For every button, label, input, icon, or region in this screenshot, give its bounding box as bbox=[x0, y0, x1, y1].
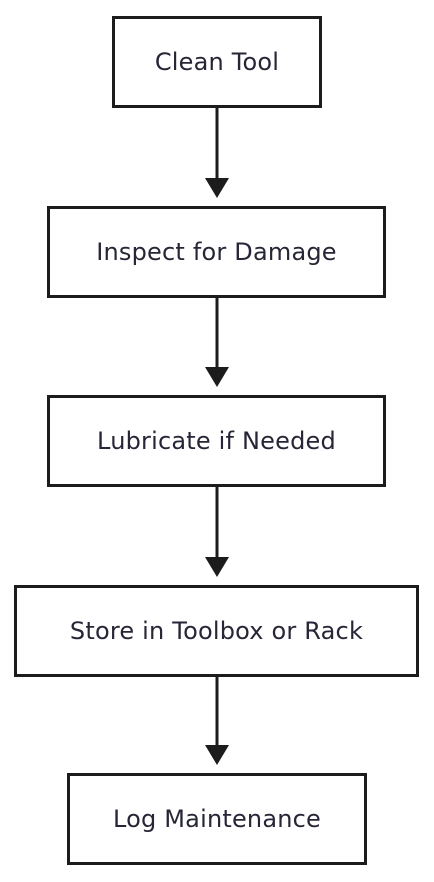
node-label: Log Maintenance bbox=[112, 805, 322, 833]
arrow-head-icon bbox=[205, 178, 229, 198]
node-log-maintenance: Log Maintenance bbox=[67, 773, 367, 865]
node-clean-tool: Clean Tool bbox=[112, 16, 322, 108]
node-label: Lubricate if Needed bbox=[97, 427, 336, 455]
arrow-head-icon bbox=[205, 367, 229, 387]
node-lubricate-if-needed: Lubricate if Needed bbox=[47, 395, 386, 487]
arrow-head-icon bbox=[205, 557, 229, 577]
node-inspect-for-damage: Inspect for Damage bbox=[47, 206, 386, 298]
node-label: Store in Toolbox or Rack bbox=[69, 617, 364, 645]
arrow-clean-to-inspect bbox=[205, 108, 229, 198]
node-label: Inspect for Damage bbox=[96, 238, 337, 266]
arrow-store-to-log bbox=[205, 677, 229, 765]
node-label: Clean Tool bbox=[154, 48, 280, 76]
arrow-inspect-to-lubricate bbox=[205, 298, 229, 387]
arrow-head-icon bbox=[205, 745, 229, 765]
arrow-lubricate-to-store bbox=[205, 487, 229, 577]
node-store-in-toolbox-or-rack: Store in Toolbox or Rack bbox=[14, 585, 419, 677]
